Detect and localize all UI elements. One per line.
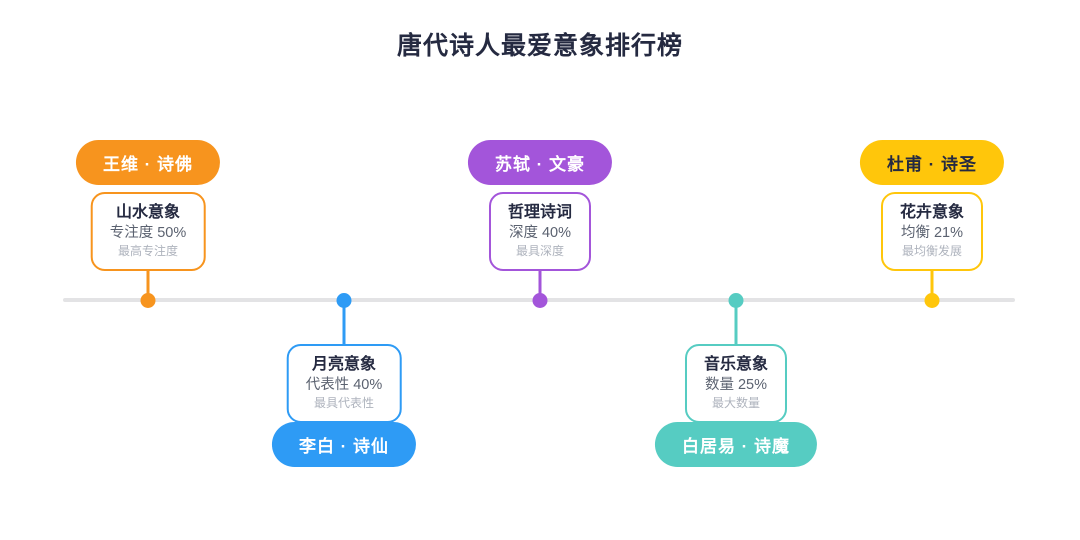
imagery-caption: 最大数量 — [711, 396, 761, 411]
connector-line — [538, 258, 542, 298]
imagery-metric: 代表性 40% — [305, 376, 383, 393]
timeline-dot — [336, 293, 352, 308]
poet-badge: 白居易 · 诗魔 — [654, 422, 818, 467]
imagery-title: 花卉意象 — [899, 204, 965, 221]
imagery-title: 哲理诗词 — [507, 204, 573, 221]
poet-name: 王维 · 诗佛 — [102, 155, 194, 174]
poet-name: 李白 · 诗仙 — [298, 437, 390, 456]
imagery-card: 音乐意象 数量 25% 最大数量 — [684, 344, 788, 423]
imagery-caption: 最均衡发展 — [901, 244, 963, 259]
poet-badge: 杜甫 · 诗圣 — [859, 140, 1005, 185]
imagery-metric: 深度 40% — [508, 224, 572, 241]
imagery-card: 花卉意象 均衡 21% 最均衡发展 — [880, 192, 984, 271]
poet-badge: 李白 · 诗仙 — [271, 422, 417, 467]
connector-line — [342, 302, 346, 346]
poet-name: 杜甫 · 诗圣 — [886, 155, 978, 174]
imagery-caption: 最具深度 — [515, 244, 565, 259]
imagery-metric: 专注度 50% — [109, 224, 187, 241]
poet-badge: 苏轼 · 文豪 — [467, 140, 613, 185]
poet-name: 白居易 · 诗魔 — [681, 437, 791, 456]
poet-badge: 王维 · 诗佛 — [75, 140, 221, 185]
imagery-caption: 最高专注度 — [117, 244, 178, 259]
imagery-metric: 数量 25% — [704, 376, 768, 393]
timeline-dot — [140, 293, 156, 308]
imagery-title: 音乐意象 — [703, 356, 769, 373]
connector-line — [734, 302, 738, 346]
timeline-dot — [532, 293, 548, 308]
imagery-card: 山水意象 专注度 50% 最高专注度 — [90, 192, 206, 271]
imagery-metric: 均衡 21% — [900, 224, 964, 241]
imagery-title: 月亮意象 — [311, 356, 376, 373]
connector-line — [146, 258, 150, 298]
page-title: 唐代诗人最爱意象排行榜 — [396, 32, 683, 60]
timeline-dot — [924, 293, 940, 308]
imagery-card: 月亮意象 代表性 40% 最具代表性 — [286, 344, 402, 423]
timeline-dot — [728, 293, 744, 308]
imagery-caption: 最具代表性 — [313, 396, 374, 411]
poet-name: 苏轼 · 文豪 — [494, 155, 586, 174]
connector-line — [930, 258, 934, 298]
imagery-card: 哲理诗词 深度 40% 最具深度 — [488, 192, 592, 271]
imagery-title: 山水意象 — [115, 204, 180, 221]
